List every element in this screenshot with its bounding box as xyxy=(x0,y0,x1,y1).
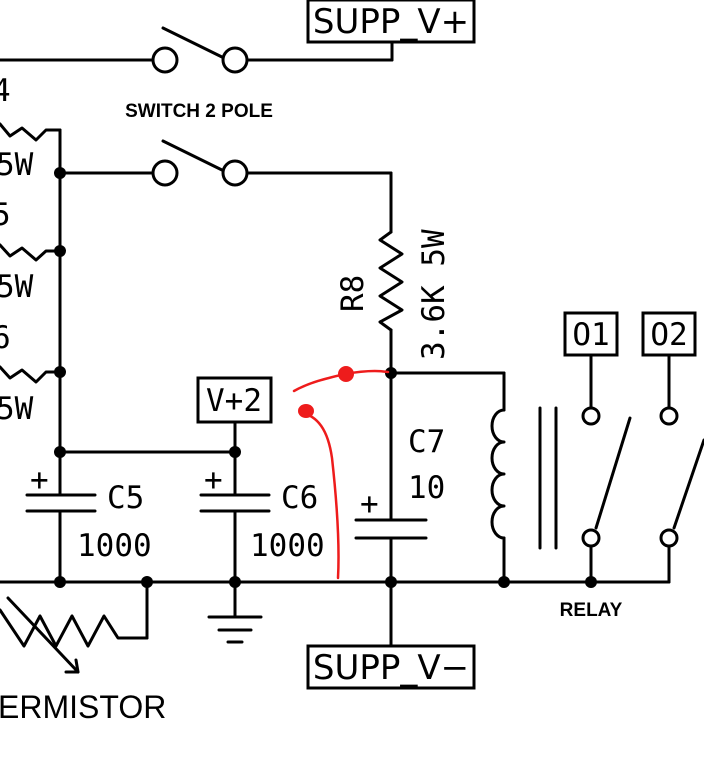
v-plus-2-box: V+2 xyxy=(196,376,273,424)
c7-value: 10 xyxy=(408,470,445,506)
capacitor-c7 xyxy=(354,371,428,584)
res-left-3-watt: 5W xyxy=(0,391,34,427)
c6-name: C6 xyxy=(281,480,318,516)
bottom-rail xyxy=(0,576,671,588)
switch-label: SWITCH 2 POLE xyxy=(125,101,273,122)
relay-contact-o2: O2 xyxy=(641,311,704,584)
capacitor-c6 xyxy=(199,450,271,584)
relay-coil xyxy=(389,371,558,584)
supp-v-plus-label: SUPP_V+ xyxy=(313,2,469,42)
capacitor-c5 xyxy=(25,450,97,584)
res-left-2-watt: 5W xyxy=(0,269,34,305)
r8-value: 3.6K 5W xyxy=(416,229,452,360)
o1-label: O1 xyxy=(572,317,609,353)
res-left-2-label: 5 xyxy=(0,197,11,233)
c5-name: C5 xyxy=(107,480,144,516)
switch-pole-2 xyxy=(58,139,393,187)
res-left-1-watt: 5W xyxy=(0,147,34,183)
c5-plus: + xyxy=(30,462,49,498)
resistor-r8 xyxy=(378,171,404,375)
supp-v-plus-box: SUPP_V+ xyxy=(306,0,476,44)
switch-pole-1 xyxy=(0,26,394,74)
c6-plus: + xyxy=(204,462,223,498)
supp-v-minus-box: SUPP_V− xyxy=(306,644,476,690)
res-left-1-label: 4 xyxy=(0,73,11,109)
relay-label: RELAY xyxy=(560,600,623,621)
res-left-3-label: 6 xyxy=(0,320,11,356)
o2-label: O2 xyxy=(650,317,687,353)
r8-name: R8 xyxy=(335,275,371,312)
supp-v-minus-label: SUPP_V− xyxy=(313,648,469,688)
thermistor-label: ERMISTOR xyxy=(0,689,166,725)
c5-value: 1000 xyxy=(77,528,152,564)
c7-plus: + xyxy=(360,486,379,522)
c6-value: 1000 xyxy=(250,528,325,564)
v-plus-2-label: V+2 xyxy=(206,383,262,419)
thermistor xyxy=(0,580,149,674)
ground-symbol xyxy=(207,580,263,644)
red-annotation xyxy=(292,366,390,580)
c7-name: C7 xyxy=(408,424,445,460)
relay-contact-o1: O1 xyxy=(563,311,632,584)
